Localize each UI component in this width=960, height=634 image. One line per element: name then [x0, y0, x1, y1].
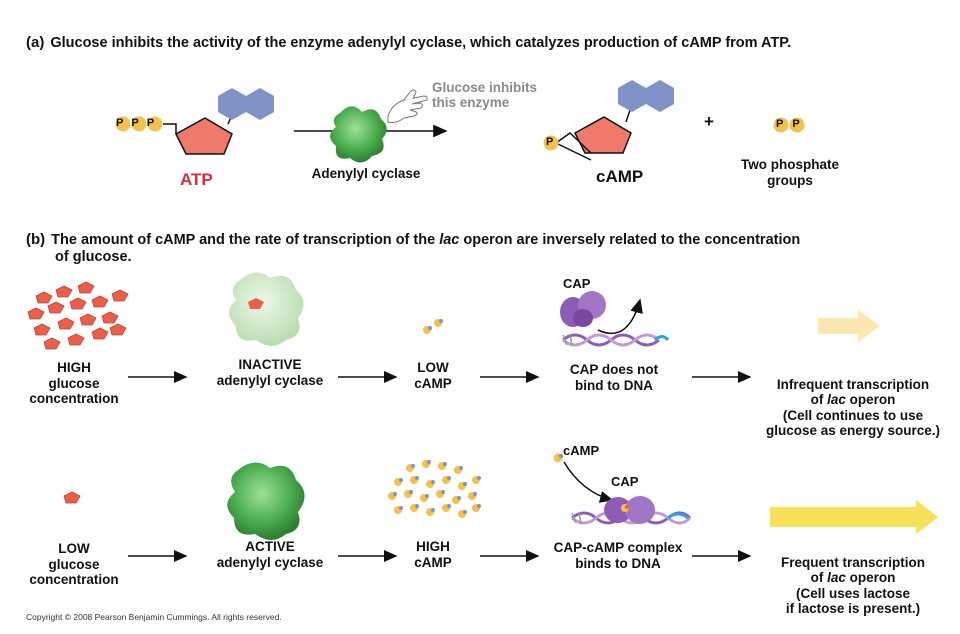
- camp-dots: [423, 319, 443, 334]
- adenine-icon: [618, 80, 646, 112]
- part-a-heading: (a)Glucose inhibits the activity of the …: [26, 34, 792, 51]
- cap-camp-complex-icon: [604, 496, 655, 524]
- active-enzyme-label: ACTIVE adenylyl cyclase: [216, 539, 324, 570]
- two-phosphates-label: Two phosphate groups: [741, 157, 839, 188]
- two-phosphate-letters: PP: [776, 118, 809, 130]
- adenine-icon: [218, 88, 246, 120]
- transcription-arrow: [597, 298, 643, 335]
- phosphate-icon: [115, 116, 131, 132]
- camp-molecule: [543, 80, 674, 161]
- cap-label-top: CAP: [563, 276, 591, 291]
- camp-phosphate-letter: P: [546, 136, 554, 148]
- glucose-icon: [63, 491, 81, 504]
- ribose-icon: [574, 116, 632, 154]
- phosphate-icon: [789, 117, 805, 133]
- low-camp-label: LOW cAMP: [414, 360, 452, 391]
- frequent-transcription-arrow: [770, 500, 938, 534]
- camp-small-label: cAMP: [563, 443, 600, 458]
- infrequent-transcription-arrow: [818, 310, 880, 342]
- high-glucose-label: HIGH glucose concentration: [29, 360, 119, 406]
- inactive-enzyme-label: INACTIVE adenylyl cyclase: [216, 357, 324, 388]
- high-camp-label: HIGH cAMP: [414, 539, 452, 570]
- cap-protein-icon: [560, 291, 606, 327]
- glucose-icon: [248, 298, 264, 309]
- copyright-notice: Copyright © 2008 Pearson Benjamin Cummin…: [26, 612, 282, 622]
- inactive-adenylyl-cyclase-icon: [229, 272, 304, 346]
- binding-arrow: [563, 461, 614, 503]
- plus-sign: +: [704, 112, 714, 131]
- atp-molecule: [115, 88, 274, 155]
- phosphate-letters: PPP: [116, 117, 163, 129]
- adenylyl-cyclase-label: Adenylyl cyclase: [311, 166, 421, 181]
- camp-cluster: [388, 460, 481, 518]
- adenine-icon: [646, 80, 674, 112]
- part-b-letter: (b): [26, 231, 46, 248]
- phosphate-icon: [773, 117, 789, 133]
- cap-not-bound-label: CAP does not bind to DNA: [569, 362, 659, 393]
- phosphate-icon: [543, 135, 559, 151]
- phosphate-icon: [147, 116, 163, 132]
- dna-helix-icon: [562, 333, 670, 347]
- cap-label-bottom: CAP: [611, 474, 639, 489]
- part-b-heading: (b)The amount of cAMP and the rate of tr…: [26, 231, 801, 265]
- low-glucose-label: LOW glucose concentration: [29, 541, 119, 587]
- part-a-letter: (a): [26, 34, 45, 51]
- atp-label: ATP: [180, 170, 213, 189]
- inhibit-note: Glucose inhibits this enzyme: [432, 80, 538, 110]
- adenylyl-cyclase-icon: [330, 106, 387, 163]
- cap-camp-bound-label: CAP-cAMP complex binds to DNA: [553, 540, 683, 571]
- active-adenylyl-cyclase-icon: [227, 462, 305, 540]
- camp-label: cAMP: [596, 167, 644, 186]
- adenine-icon: [246, 88, 274, 120]
- phosphate-icon: [131, 116, 147, 132]
- glucose-cluster: [27, 281, 129, 350]
- hand-icon: [387, 89, 428, 123]
- ribose-icon: [175, 117, 233, 155]
